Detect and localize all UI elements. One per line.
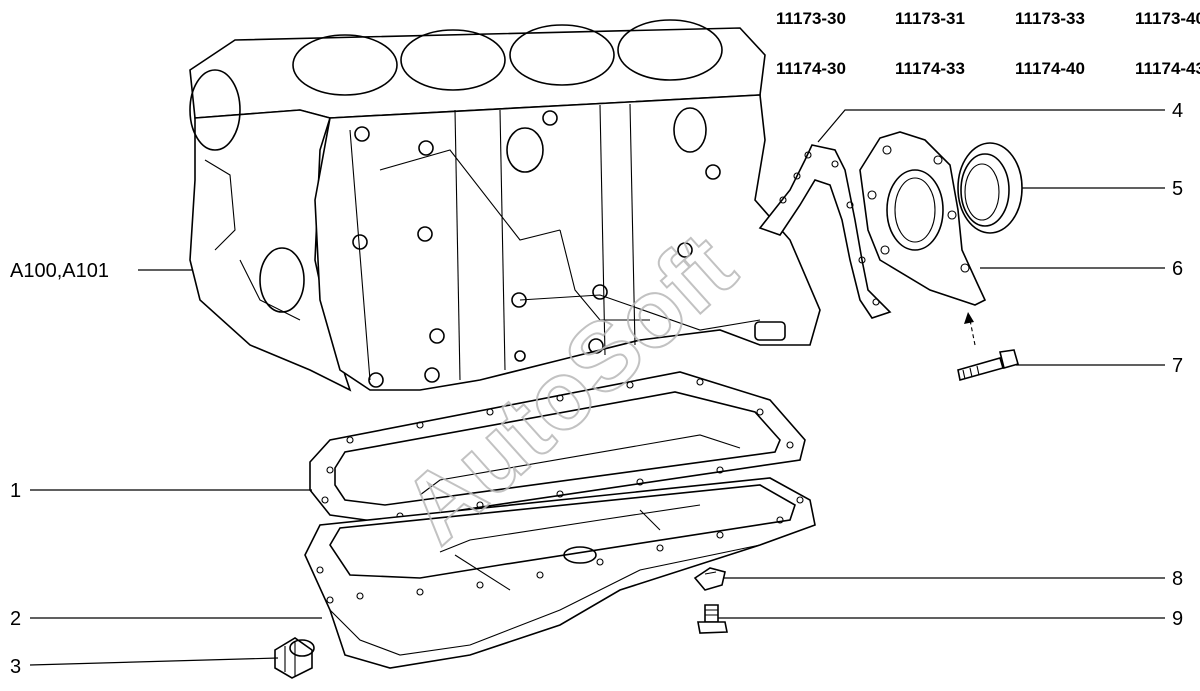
rear-oil-seal: [957, 142, 1023, 234]
model-code: 11173-30: [776, 9, 846, 28]
callout-block: A100,A101: [10, 260, 109, 282]
callout-1: 1: [10, 480, 21, 502]
engine-block: [189, 19, 821, 392]
callout-2: 2: [10, 608, 21, 630]
model-code: 11173-40: [1135, 9, 1200, 28]
leader-lines: [29, 109, 1165, 666]
callout-9: 9: [1172, 608, 1183, 630]
pan-bolt: [697, 604, 728, 634]
rear-crankshaft-cover: [859, 131, 987, 306]
oil-pan: [304, 477, 816, 669]
callout-5: 5: [1172, 178, 1183, 200]
callout-4: 4: [1172, 100, 1183, 122]
callout-6: 6: [1172, 258, 1183, 280]
assembly-arrow: [964, 312, 976, 346]
model-codes: 11173-30 11173-31 11173-33 11173-40 1117…: [776, 9, 1200, 78]
model-code: 11174-33: [895, 59, 965, 78]
drain-plug: [274, 637, 315, 679]
model-code: 11174-40: [1015, 59, 1085, 78]
model-code: 11173-31: [895, 9, 965, 28]
sealing-washer: [693, 567, 726, 591]
model-code: 11173-33: [1015, 9, 1085, 28]
callout-3: 3: [10, 656, 21, 678]
rear-cover-gasket: [758, 144, 892, 319]
oil-pan-gasket: [309, 371, 806, 523]
cover-bolt: [957, 349, 1019, 382]
callout-8: 8: [1172, 568, 1183, 590]
model-code: 11174-30: [776, 59, 846, 78]
callout-7: 7: [1172, 355, 1183, 377]
model-code: 11174-43: [1135, 59, 1200, 78]
